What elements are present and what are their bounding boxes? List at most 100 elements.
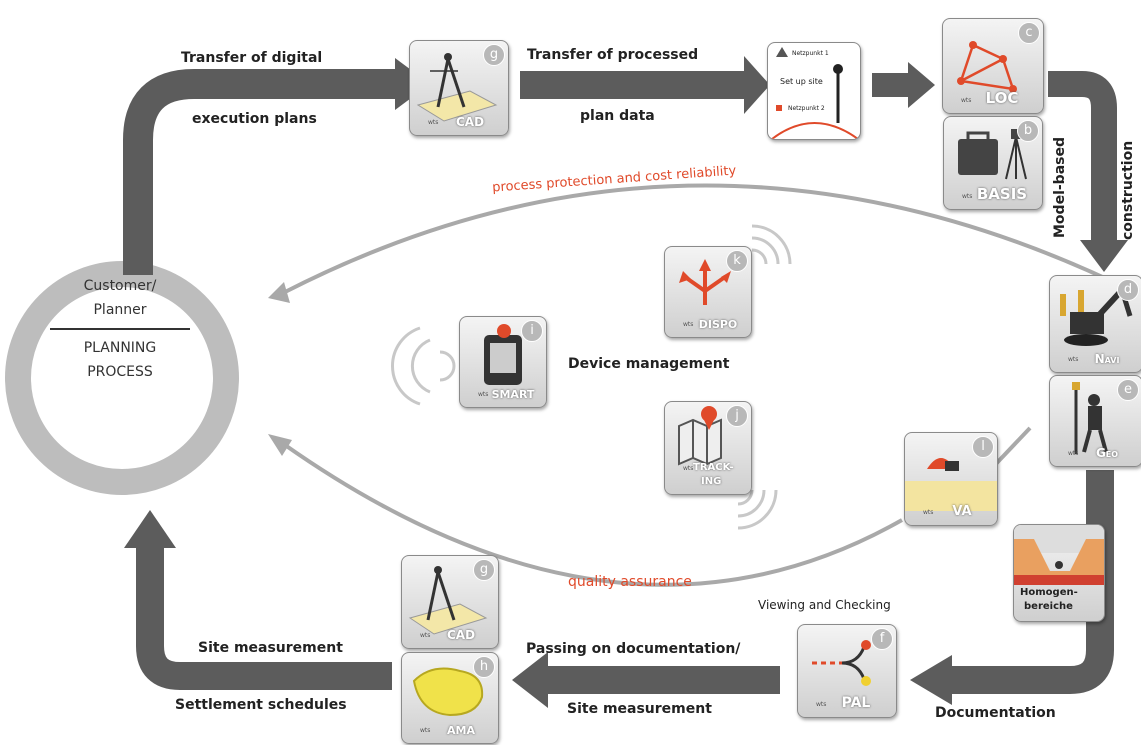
- prefix-wts: wts: [1068, 450, 1079, 457]
- customer-line: Customer/: [83, 278, 157, 294]
- badge-f: f: [871, 628, 893, 650]
- badge-b: b: [1017, 120, 1039, 142]
- setup-line-3: Netzpunkt 2: [788, 105, 825, 112]
- tile-name: VA: [952, 504, 972, 519]
- arrowhead-to-plan: [744, 56, 770, 114]
- compass-drawing-icon: [416, 53, 498, 122]
- tile-name: CAD: [446, 628, 476, 642]
- tile-geo: e wts Geo: [1049, 375, 1141, 467]
- flow-arrow-bottom-left: [136, 545, 392, 690]
- equipment-case-icon: [958, 129, 1027, 180]
- flow-arrow-up-left: [123, 69, 398, 275]
- tile-va: l wts VA: [904, 432, 998, 526]
- flow-arrow-plan-to-loc: [872, 73, 912, 97]
- badge-i: i: [521, 320, 543, 342]
- prefix-wts: wts: [478, 391, 489, 398]
- tile-name: LOC: [985, 89, 1019, 107]
- lower-oval-arc: [283, 443, 903, 587]
- prefix-wts: wts: [428, 119, 439, 126]
- tile-name: DISPO: [698, 318, 738, 331]
- prefix-wts: wts: [683, 465, 694, 472]
- label-site-measurement-2: Site measurement: [567, 701, 712, 717]
- map-pin-icon: [678, 406, 722, 466]
- label-passing-documentation: Passing on documentation/: [526, 641, 741, 657]
- label-device-management: Device management: [568, 356, 730, 372]
- survey-pole-icon: [771, 47, 859, 139]
- prefix-wts: wts: [816, 701, 827, 708]
- tile-name: CAD: [455, 115, 485, 129]
- tile-name: SMART: [491, 388, 535, 401]
- prefix-wts: wts: [683, 321, 694, 328]
- tile-navi: d wts Navi: [1049, 275, 1141, 373]
- tracking-line-1: TRACK-: [693, 462, 734, 473]
- tile-pal: f wts PAL: [797, 624, 897, 718]
- process-line: PROCESS: [87, 364, 153, 380]
- surveyor-icon: [1072, 382, 1108, 454]
- label-transfer-processed: Transfer of processed: [527, 47, 699, 63]
- tile-cad-top: g wts CAD: [409, 40, 509, 136]
- setup-line-2: Set up site: [780, 77, 823, 86]
- prefix-wts: wts: [1068, 356, 1079, 363]
- flow-arrow-cad-to-plan: [520, 71, 748, 99]
- wifi-signal-tracking: [737, 489, 778, 530]
- prefix-wts: wts: [420, 632, 431, 639]
- soil-layers-icon: [1014, 525, 1104, 585]
- badge-k: k: [726, 250, 748, 272]
- label-transfer-digital: Transfer of digital: [181, 50, 323, 66]
- customer-planner-label: Customer/ Planner PLANNING PROCESS: [40, 274, 200, 384]
- prefix-wts: wts: [962, 193, 973, 200]
- tile-name: Navi: [1094, 352, 1120, 366]
- branch-icon: [812, 640, 871, 686]
- homogen-line-2: bereiche: [1024, 601, 1073, 612]
- smartphone-icon: [484, 324, 522, 385]
- prefix-wts: wts: [923, 509, 934, 516]
- tile-name: AMA: [447, 724, 475, 737]
- tile-name: PAL: [841, 695, 871, 711]
- setup-line-1: Netzpunkt 1: [792, 50, 829, 57]
- flow-arrow-right-bottom: [950, 470, 1114, 694]
- compass-drawing-icon: [408, 566, 488, 635]
- label-execution-plans: execution plans: [192, 111, 317, 127]
- wifi-signal-smart: [390, 326, 456, 406]
- homogen-line-1: Homogen-: [1020, 587, 1078, 598]
- tracking-line-2: ING: [701, 476, 722, 487]
- tunnel-icon: [905, 458, 997, 511]
- arrowhead-to-navi: [1080, 240, 1128, 272]
- badge-g: g: [473, 559, 495, 581]
- flow-arrow-right-down: [1048, 71, 1117, 244]
- va-connector: [990, 426, 1032, 470]
- setup-site-card: Netzpunkt 1 Set up site Netzpunkt 2: [767, 42, 861, 140]
- label-documentation: Documentation: [935, 705, 1056, 721]
- tile-name: Geo: [1095, 446, 1119, 460]
- tile-tracking: j wts TRACK- ING: [664, 401, 752, 495]
- label-settlement-schedules: Settlement schedules: [175, 697, 347, 713]
- upper-oval-arc: [284, 183, 1131, 294]
- arrowhead-to-ring: [124, 510, 176, 548]
- prefix-wts: wts: [420, 727, 431, 734]
- prefix-wts: wts: [961, 97, 972, 104]
- dispatch-arrows-icon: [679, 259, 731, 305]
- badge-c: c: [1018, 22, 1040, 44]
- tile-ama: h wts AMA: [401, 652, 499, 744]
- label-viewing-checking: Viewing and Checking: [758, 598, 891, 612]
- label-construction: construction: [1120, 140, 1136, 240]
- label-quality-assurance: quality assurance: [568, 574, 692, 590]
- badge-d: d: [1117, 279, 1139, 301]
- badge-h: h: [473, 656, 495, 678]
- tile-dispo: k wts DISPO: [664, 246, 752, 338]
- planner-line: Planner: [93, 302, 147, 318]
- tile-loc: c wts LOC: [942, 18, 1044, 114]
- label-site-measurement-1: Site measurement: [198, 640, 343, 656]
- badge-l: l: [972, 436, 994, 458]
- tile-cad-bottom: g wts CAD: [401, 555, 499, 649]
- tile-homogenbereiche: Homogen- bereiche: [1013, 524, 1105, 622]
- badge-g: g: [483, 44, 505, 66]
- arrowhead-to-ama: [512, 652, 548, 708]
- flow-arrow-pal-to-cad: [545, 666, 780, 694]
- label-model-based: Model-based: [1052, 137, 1068, 238]
- terrain-area-icon: [412, 667, 484, 717]
- badge-j: j: [726, 405, 748, 427]
- planning-ring: [5, 261, 239, 495]
